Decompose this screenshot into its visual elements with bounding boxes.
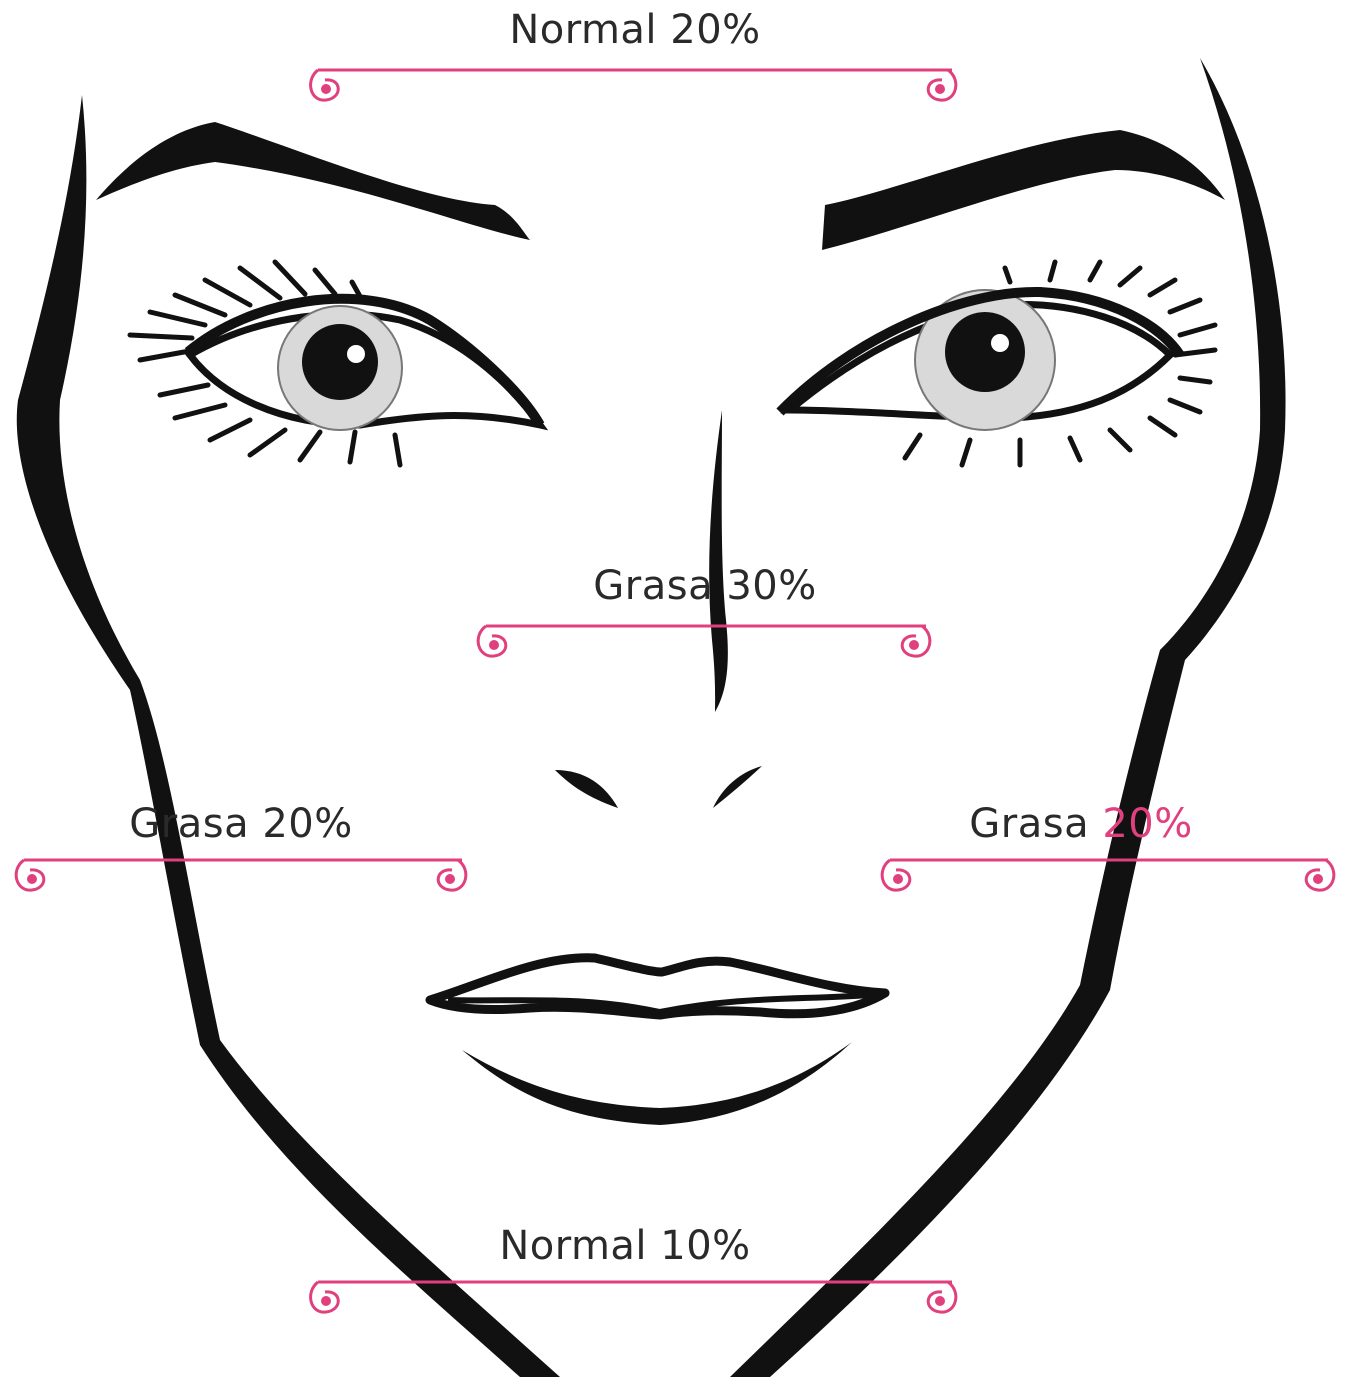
zone-markers	[16, 70, 1334, 1312]
right-nostril	[713, 766, 762, 808]
zone-value: 20%	[670, 7, 760, 53]
zone-value: 20%	[262, 801, 352, 847]
zone-type: Normal	[499, 1223, 647, 1269]
label-left-cheek: Grasa 20%	[125, 800, 357, 848]
zone-value: 20%	[1102, 801, 1192, 847]
zone-type: Grasa	[129, 801, 249, 847]
lips	[430, 958, 885, 1125]
label-nose: Grasa 30%	[585, 562, 825, 610]
right-eyebrow	[822, 130, 1225, 250]
label-forehead: Normal 20%	[505, 6, 765, 54]
zone-type: Normal	[509, 7, 657, 53]
zone-value: 10%	[660, 1223, 750, 1269]
marker-left-cheek	[16, 860, 466, 890]
marker-nose	[478, 626, 930, 656]
marker-forehead	[311, 70, 956, 100]
left-eye	[130, 262, 540, 465]
label-right-cheek: Grasa 20%	[965, 800, 1197, 848]
left-nostril	[555, 770, 618, 808]
nose-bridge	[709, 410, 728, 712]
label-chin: Normal 10%	[495, 1222, 755, 1270]
right-eye	[780, 262, 1215, 465]
zone-type: Grasa	[969, 801, 1089, 847]
zone-type: Grasa	[593, 563, 713, 609]
face-outline-left	[17, 95, 560, 1377]
face-outline-right	[730, 58, 1286, 1377]
zone-value: 30%	[726, 563, 816, 609]
left-eyebrow	[96, 122, 530, 240]
